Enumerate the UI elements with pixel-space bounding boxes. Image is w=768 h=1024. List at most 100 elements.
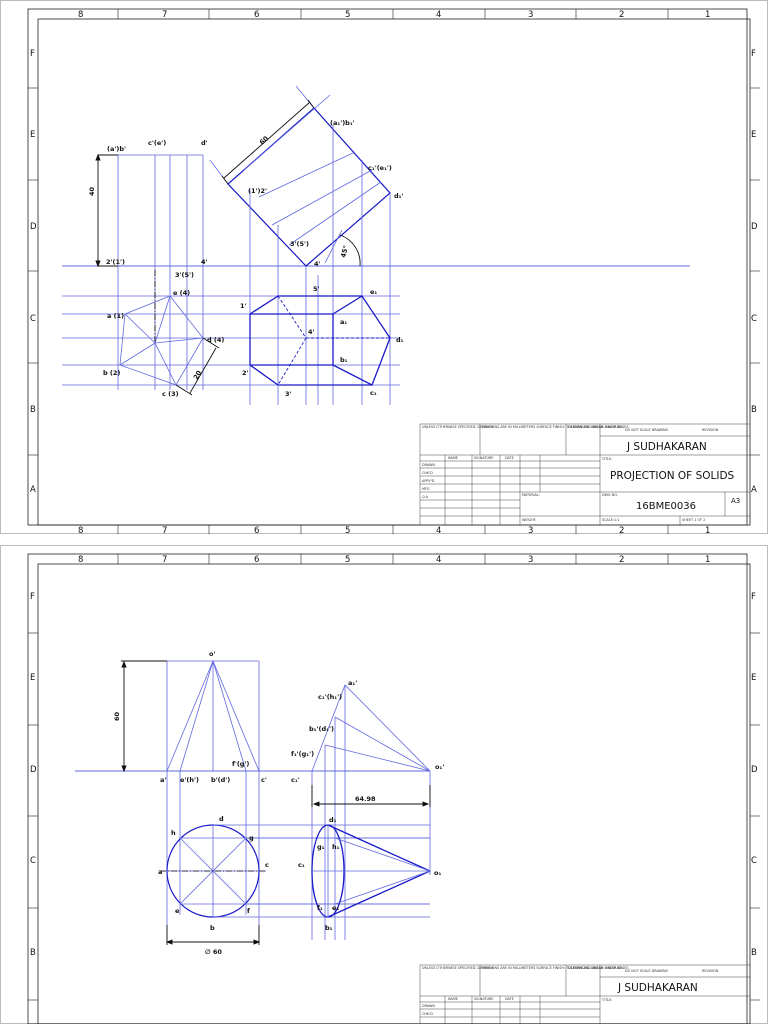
label-ce: c'(e') bbox=[148, 139, 166, 147]
label-r-o1: o₁' bbox=[435, 763, 444, 771]
tb-finish: FINISH: bbox=[482, 425, 494, 429]
col-label: 1 bbox=[705, 526, 710, 534]
col-label: 7 bbox=[162, 555, 167, 565]
title-block-2 bbox=[419, 964, 751, 1024]
top-view-pentagon bbox=[62, 295, 400, 386]
cone-front-view bbox=[166, 659, 260, 940]
label-tilt-ce: c₁'(e₁') bbox=[368, 164, 392, 172]
col-label: 3 bbox=[528, 526, 533, 534]
label-c-prime: c' bbox=[261, 776, 267, 784]
tb-note: UNLESS OTHERWISE SPECIFIED: DIMENSIONS A… bbox=[422, 966, 623, 970]
col-label: 1 bbox=[705, 10, 710, 20]
row-label: D bbox=[751, 765, 758, 775]
label-r-ch: c₁'(h₁') bbox=[318, 693, 342, 701]
row-label: E bbox=[30, 673, 35, 683]
col-label: 4 bbox=[436, 10, 441, 20]
tb-title-label: TITLE: bbox=[601, 998, 612, 1002]
label-ab: (a')b' bbox=[107, 145, 126, 153]
tb-role: MFG bbox=[422, 487, 430, 491]
row-label: B bbox=[30, 948, 36, 958]
row-label: D bbox=[30, 765, 37, 775]
label-21: 2'(1') bbox=[106, 258, 125, 266]
cone-top-view bbox=[160, 824, 430, 918]
label-v5: 5' bbox=[313, 285, 320, 293]
label-top-h: h bbox=[171, 829, 176, 837]
row-label: C bbox=[751, 314, 757, 324]
final-cone-generators bbox=[312, 825, 431, 917]
label-d4: d (4) bbox=[207, 336, 224, 344]
col-label: 7 bbox=[162, 526, 167, 534]
label-v2: 2' bbox=[242, 369, 249, 377]
tb-dwg-no: 16BME0036 bbox=[636, 501, 696, 512]
row-label: B bbox=[30, 405, 36, 415]
dimension-6498 bbox=[311, 785, 431, 807]
tb-col-date: DATE bbox=[505, 997, 514, 1001]
label-v4: 4' bbox=[308, 328, 315, 336]
col-label: 8 bbox=[78, 526, 83, 534]
tb-name: J SUDHAKARAN bbox=[626, 441, 707, 453]
final-top-view bbox=[249, 295, 391, 386]
col-label: 3 bbox=[528, 555, 533, 565]
label-c-c1: c₁ bbox=[298, 861, 305, 869]
tb-deburr: DEBURR AND BREAK SHARP EDGES bbox=[568, 425, 629, 429]
label-a1-final: a₁ bbox=[340, 318, 347, 326]
label-b1: b₁ bbox=[340, 356, 348, 364]
inner-border bbox=[37, 563, 751, 1024]
tb-role: APPV'D bbox=[422, 479, 435, 483]
dimension-60-cone bbox=[121, 660, 167, 773]
col-label: 6 bbox=[254, 526, 259, 534]
row-label: C bbox=[30, 856, 36, 866]
label-r-a1: a₁' bbox=[348, 679, 357, 687]
sheet-1-canvas: 8 7 6 5 4 3 2 1 8 7 6 5 4 3 2 1 F E D C … bbox=[0, 0, 768, 534]
dimension-60 bbox=[221, 99, 361, 267]
col-label: 5 bbox=[345, 526, 350, 534]
title-block-2-text: UNLESS OTHERWISE SPECIFIED: DIMENSIONS A… bbox=[422, 966, 719, 1016]
label-a-prime: a' bbox=[160, 776, 166, 784]
row-label: A bbox=[751, 485, 757, 495]
label-top-b: b bbox=[210, 924, 215, 932]
row-label: E bbox=[751, 673, 756, 683]
tb-finish: FINISH: bbox=[482, 966, 494, 970]
col-label: 4 bbox=[436, 555, 441, 565]
row-label: E bbox=[751, 130, 756, 140]
label-c-o1: o₁ bbox=[434, 869, 441, 877]
sheet-outer-edge bbox=[0, 545, 768, 1024]
label-d: d' bbox=[201, 139, 208, 147]
label-dim-40: 40 bbox=[88, 186, 96, 196]
label-dia-60: ∅ 60 bbox=[205, 948, 222, 956]
tb-name: J SUDHAKARAN bbox=[617, 982, 698, 994]
row-label: F bbox=[30, 592, 35, 602]
label-35: 3'(5') bbox=[175, 271, 194, 279]
row-label: D bbox=[751, 222, 758, 232]
row-label: B bbox=[751, 405, 757, 415]
label-tilt-12: (1')2' bbox=[248, 187, 267, 195]
dimension-40 bbox=[95, 153, 118, 268]
label-c-g1: g₁ bbox=[317, 843, 325, 851]
label-top-g: g bbox=[249, 834, 254, 842]
tb-deburr: DEBURR AND BREAK SHARP EDGES bbox=[568, 966, 629, 970]
label-dim-6498: 64.98 bbox=[355, 795, 376, 803]
col-label: 6 bbox=[254, 10, 259, 20]
label-c-b1: b₁ bbox=[325, 924, 333, 932]
label-dim-20: 20 bbox=[192, 369, 204, 381]
label-c1: c₁ bbox=[370, 389, 377, 397]
drawing-sheet-2: 8 7 6 5 4 3 2 1 F E D C B F E D C B bbox=[0, 545, 768, 1024]
label-c-f1: f₁ bbox=[317, 904, 323, 912]
zone-labels: 8 7 6 5 4 3 2 1 F E D C B F E D C B bbox=[30, 555, 758, 958]
label-c3: c (3) bbox=[162, 390, 179, 398]
dimension-20 bbox=[175, 337, 220, 396]
drawing-border bbox=[27, 553, 748, 1024]
col-label: 2 bbox=[619, 526, 624, 534]
tb-col-date: DATE bbox=[505, 456, 514, 460]
label-c-e1: e₁ bbox=[332, 904, 339, 912]
label-bd-prime: b'(d') bbox=[211, 776, 230, 784]
sheet-outer-edge bbox=[0, 0, 768, 534]
tb-title-label: TITLE: bbox=[601, 457, 612, 461]
col-label: 2 bbox=[619, 10, 624, 20]
col-label: 5 bbox=[345, 10, 350, 20]
tb-sheet: SHEET 1 OF 2 bbox=[682, 518, 705, 522]
sheet-2-canvas: 8 7 6 5 4 3 2 1 F E D C B F E D C B bbox=[0, 545, 768, 1024]
row-label: F bbox=[751, 49, 756, 59]
zone-labels: 8 7 6 5 4 3 2 1 8 7 6 5 4 3 2 1 F E D C … bbox=[30, 10, 758, 534]
col-label: 8 bbox=[78, 555, 83, 565]
